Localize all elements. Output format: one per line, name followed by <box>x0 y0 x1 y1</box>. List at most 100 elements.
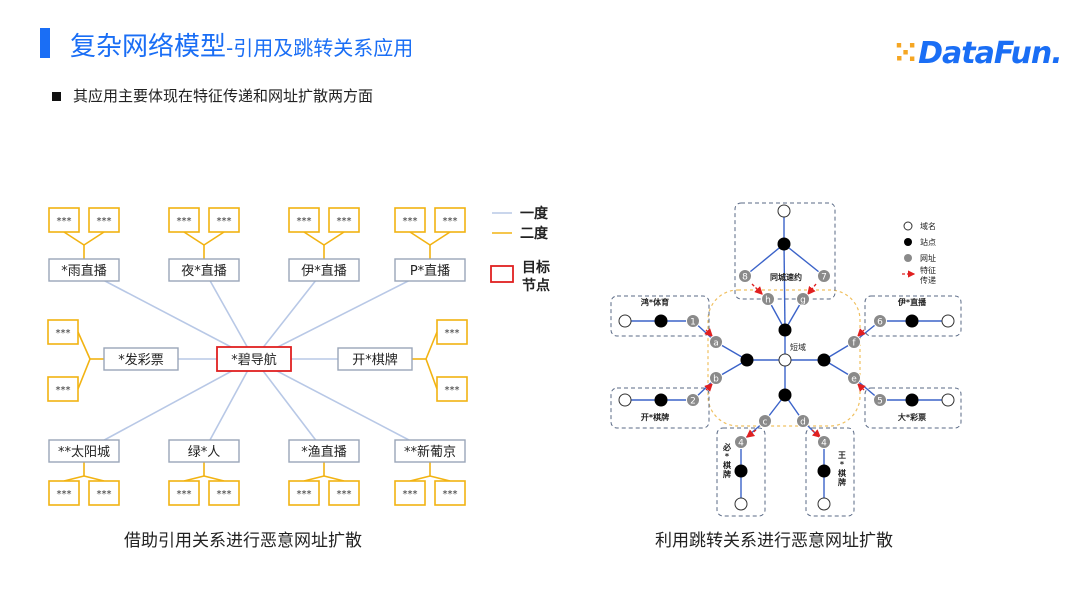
legend-site-icon <box>904 238 912 246</box>
url-node <box>686 314 700 328</box>
second-degree-edge <box>83 475 105 482</box>
leaf-label: *** <box>403 216 418 227</box>
page-title: 复杂网络模型-引用及跳转关系应用 <box>70 32 414 62</box>
url-node <box>873 314 887 328</box>
leaf-node <box>48 480 80 506</box>
domain-node <box>941 314 955 328</box>
leaf-label: *** <box>217 216 232 227</box>
cluster-label: 必 <box>722 442 731 452</box>
first-degree-edge <box>203 269 255 360</box>
url-label: 5 <box>877 397 883 407</box>
leaf-label: *** <box>57 216 72 227</box>
first-degree-label: 夜*直播 <box>181 264 227 279</box>
url-node <box>761 292 775 306</box>
domain-node <box>941 393 955 407</box>
site-node <box>817 353 831 367</box>
second-degree-edge <box>409 231 431 246</box>
bullet-point: 其应用主要体现在特征传递和网址扩散两方面 <box>52 85 373 106</box>
leaf-node <box>328 480 360 506</box>
cluster-label: 大*彩票 <box>898 412 926 422</box>
legend-domain-icon <box>903 221 913 231</box>
central-region <box>707 289 861 427</box>
url-node <box>796 292 810 306</box>
leaf-node <box>436 319 468 345</box>
first-degree-node <box>337 347 413 371</box>
domain-node <box>618 314 632 328</box>
url-label: 7 <box>821 273 827 283</box>
first-degree-label: *渔直播 <box>301 445 347 460</box>
domain-node <box>817 497 831 511</box>
leaf-label: *** <box>445 385 460 396</box>
url-label: c <box>763 418 768 428</box>
site-node <box>740 353 754 367</box>
leaf-label: *** <box>297 489 312 500</box>
legend-url-label: 网址 <box>920 253 936 263</box>
url-node <box>817 435 831 449</box>
second-degree-edge <box>409 475 431 482</box>
leaf-label: *** <box>56 385 71 396</box>
leaf-node <box>88 480 120 506</box>
url-label: 4 <box>738 439 744 449</box>
cluster-label: * <box>840 460 845 469</box>
leaf-node <box>168 207 200 233</box>
leaf-label: *** <box>97 489 112 500</box>
first-degree-node <box>48 439 120 463</box>
feature-arrow <box>745 429 757 438</box>
second-degree-edge <box>429 231 451 246</box>
url-label: f <box>852 339 856 349</box>
first-degree-edge <box>253 358 431 452</box>
second-degree-edge <box>425 358 438 390</box>
first-degree-node <box>48 258 120 282</box>
url-label: g <box>800 296 806 306</box>
leaf-node <box>288 480 320 506</box>
second-degree-edge <box>183 231 205 246</box>
legend-url-icon <box>904 254 912 262</box>
leaf-node <box>208 207 240 233</box>
site-node <box>778 323 792 337</box>
url-node <box>817 269 831 283</box>
url-label: 4 <box>821 439 827 449</box>
site-node <box>654 393 668 407</box>
leaf-node <box>47 319 79 345</box>
leaf-node <box>434 480 466 506</box>
leaf-label: *** <box>443 216 458 227</box>
datafun-logo: ⁙DataFun. <box>893 36 1063 71</box>
url-node <box>796 414 810 428</box>
leaf-label: *** <box>177 489 192 500</box>
second-degree-edge <box>83 231 105 246</box>
left-caption: 借助引用关系进行恶意网址扩散 <box>124 531 362 551</box>
cluster-label: 牌 <box>838 477 846 487</box>
site-node <box>777 237 791 251</box>
legend-feature-label: 特征 <box>920 265 936 275</box>
cluster-box <box>610 295 710 337</box>
leaf-node <box>394 480 426 506</box>
url-label: 6 <box>877 318 883 328</box>
leaf-label: *** <box>56 328 71 339</box>
leaf-label: *** <box>217 489 232 500</box>
first-degree-label: **新葡京 <box>404 444 456 460</box>
first-degree-edge <box>83 358 255 452</box>
feature-arrow <box>807 283 817 296</box>
legend-target-label: 目标 <box>522 259 550 276</box>
first-degree-label: 伊*直播 <box>301 264 347 279</box>
cluster-box <box>610 387 710 429</box>
feature-arrow <box>857 383 866 392</box>
leaf-label: *** <box>337 489 352 500</box>
cluster-label: 王 <box>838 451 846 460</box>
first-degree-label: *发彩票 <box>118 352 164 368</box>
leaf-node <box>434 207 466 233</box>
first-degree-edge <box>83 269 255 360</box>
url-label: e <box>851 375 857 385</box>
site-node <box>654 314 668 328</box>
leaf-node <box>208 480 240 506</box>
url-node <box>847 371 861 385</box>
url-label: a <box>713 339 719 349</box>
cluster-label: * <box>725 452 730 461</box>
target-label: *碧导航 <box>231 352 277 368</box>
domain-node <box>618 393 632 407</box>
leaf-label: *** <box>337 216 352 227</box>
cluster-label: 鸿*体育 <box>641 297 669 307</box>
leaf-node <box>288 207 320 233</box>
cluster-label: 同城速约 <box>770 272 802 282</box>
